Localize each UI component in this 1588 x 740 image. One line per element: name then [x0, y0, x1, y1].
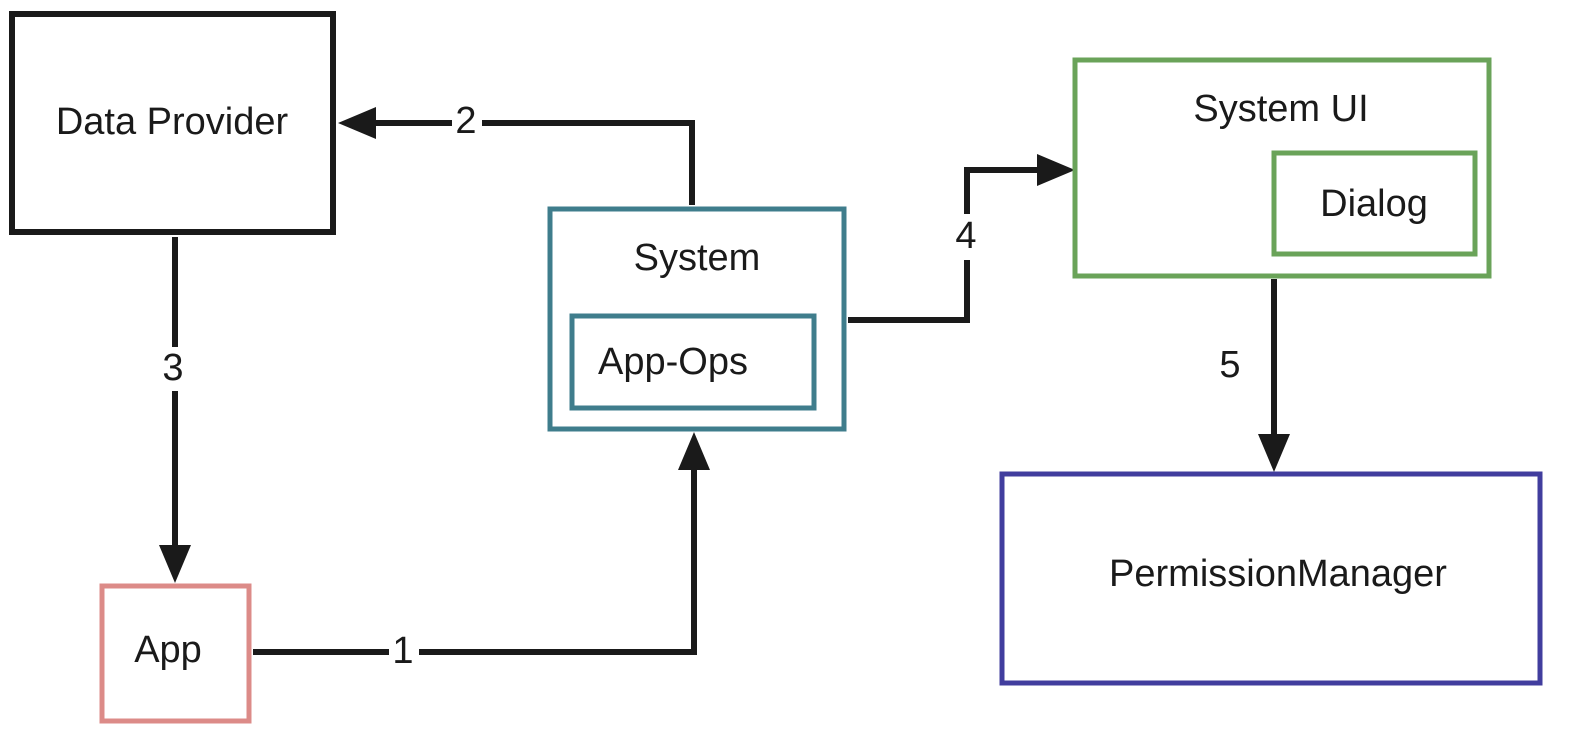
node-data-provider-label: Data Provider [56, 101, 289, 143]
edge-3-label-group: 3 [159, 347, 189, 391]
edge-2-label-group: 2 [452, 100, 482, 145]
edge-3[interactable] [159, 237, 191, 583]
node-app[interactable]: App [99, 583, 252, 724]
node-app-label: App [134, 629, 202, 671]
node-system-ui-label: System UI [1193, 88, 1368, 130]
node-data-provider-rect [9, 11, 336, 235]
node-permission-manager-label: PermissionManager [1109, 553, 1447, 595]
edge-1-label-bg [389, 630, 419, 674]
node-dialog-rect [1271, 150, 1478, 257]
edge-4-label-group: 4 [952, 214, 982, 260]
edge-label-group: 1 2 3 4 5 [159, 100, 1246, 674]
edge-3-label-bg [159, 347, 189, 391]
edge-4-label-bg [952, 214, 982, 260]
edge-5-label: 5 [1219, 344, 1240, 386]
edge-3-arrowhead [159, 545, 191, 583]
edge-5-label-bg [1216, 344, 1246, 388]
edge-group [159, 107, 1290, 655]
edge-4-arrowhead [1037, 154, 1075, 186]
node-dialog-label: Dialog [1320, 183, 1428, 225]
edge-1[interactable] [253, 432, 710, 655]
node-group: Data Provider System App-Ops System UI D… [9, 11, 1543, 724]
edge-2-label: 2 [455, 100, 476, 142]
edge-2-arrowhead [338, 107, 376, 139]
edge-3-label: 3 [162, 347, 183, 389]
edge-1-arrowhead [678, 432, 710, 470]
edge-1-line [253, 440, 697, 655]
node-app-ops-label: App-Ops [598, 341, 748, 383]
edge-2-line [348, 120, 695, 205]
edge-1-label: 1 [392, 630, 413, 672]
node-dialog[interactable]: Dialog [1271, 150, 1478, 257]
node-app-ops-rect [569, 313, 817, 411]
node-permission-manager-rect [999, 471, 1543, 686]
edge-1-label-group: 1 [389, 630, 419, 674]
edge-5-label-group: 5 [1216, 344, 1246, 388]
node-data-provider[interactable]: Data Provider [9, 11, 336, 235]
edge-5[interactable] [1258, 279, 1290, 472]
node-permission-manager[interactable]: PermissionManager [999, 471, 1543, 686]
edge-5-arrowhead [1258, 434, 1290, 472]
node-app-rect [99, 583, 252, 724]
node-app-ops[interactable]: App-Ops [569, 313, 817, 411]
edge-2-label-bg [452, 101, 482, 145]
edge-2[interactable] [338, 107, 695, 205]
edge-4-label: 4 [955, 215, 976, 257]
node-system-label: System [634, 237, 761, 279]
